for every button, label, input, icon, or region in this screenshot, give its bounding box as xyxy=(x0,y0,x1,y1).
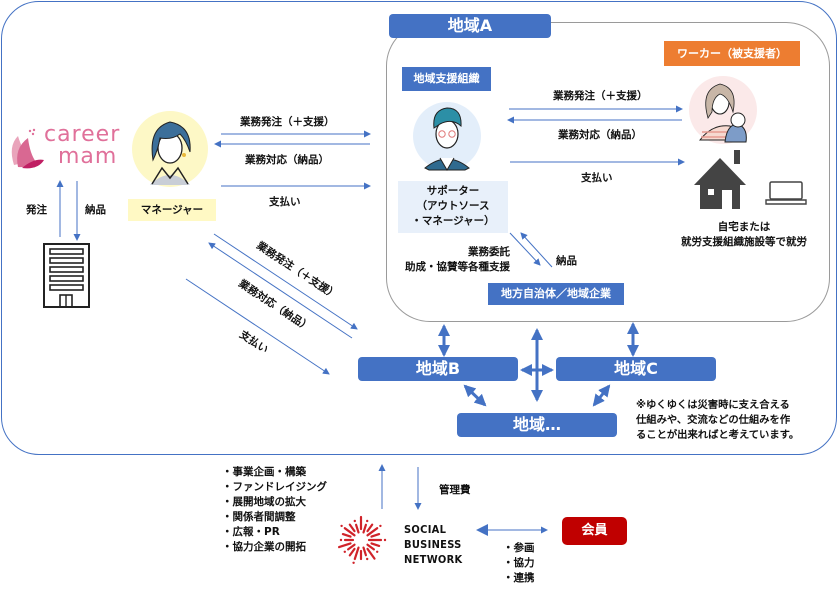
sbn-burst-ray xyxy=(338,542,352,549)
consign-text: 業務委託 助成・協賛等各種支援 xyxy=(390,245,510,275)
delivery-label: 納品 xyxy=(85,204,106,216)
service-item: ・事業企画・構築 xyxy=(222,466,306,478)
member-role-item: ・協力 xyxy=(503,557,535,569)
note-line3: ることが出来ればと考えています。 xyxy=(636,429,800,441)
note-line1: ※ゆくゆくは災害時に支え合える xyxy=(636,399,790,411)
careermam-flower-icon xyxy=(11,128,44,169)
manager-avatar-icon xyxy=(132,111,208,187)
sbn-name-line3: NETWORK xyxy=(404,553,463,566)
supporter-line2: （アウトソース xyxy=(416,200,490,212)
regional-support-org-label: 地域支援組織 xyxy=(402,67,491,91)
sbn-burst-ray xyxy=(343,527,356,537)
region-b-label: 地域B xyxy=(358,357,518,381)
future-vision-note: ※ゆくゆくは災害時に支え合える 仕組みや、交流などの仕組みを作 ることが出来れば… xyxy=(636,398,836,443)
manager-payment-label: 支払い xyxy=(269,196,301,208)
sbn-name: SOCIAL BUSINESS NETWORK xyxy=(404,522,463,567)
supporter-order-label: 業務発注（＋支援） xyxy=(553,90,648,102)
note-line2: 仕組みや、交流などの仕組みを作 xyxy=(636,414,791,426)
sbn-burst-dot xyxy=(379,524,382,528)
consign-arrow xyxy=(509,232,541,266)
sbn-burst-dot xyxy=(339,538,343,542)
work-location-text: 自宅または 就労支援組織施設等で就労 xyxy=(657,220,831,250)
management-fee-label: 管理費 xyxy=(439,484,471,496)
member-roles-list: ・参画 ・協力 ・連携 xyxy=(503,541,535,586)
sbn-burst-dot xyxy=(340,524,343,528)
manager-response-label: 業務対応（納品） xyxy=(245,154,329,166)
order-label: 発注 xyxy=(26,204,47,216)
region-connection-arrows xyxy=(438,322,639,407)
social-business-network-logo-icon xyxy=(338,515,387,564)
sbn-burst-dot xyxy=(366,557,369,561)
company-building-icon xyxy=(43,243,90,308)
worker-mother-avatar-icon xyxy=(689,76,757,144)
sbn-burst-ray xyxy=(347,543,356,551)
supporter-line1: サポーター xyxy=(426,185,480,197)
house-icon xyxy=(694,150,746,209)
member-badge: 会員 xyxy=(562,517,627,545)
region-a-label: 地域A xyxy=(389,14,551,38)
sbn-burst-dot xyxy=(383,538,387,542)
sbn-burst-ray xyxy=(370,532,381,538)
supporter-avatar-icon xyxy=(413,102,481,171)
work-location-line1: 自宅または xyxy=(717,221,771,233)
sbn-burst-dot xyxy=(366,519,369,523)
supporter-label: サポーター （アウトソース ・マネージャー） xyxy=(398,181,508,233)
diagonal-order-arrow xyxy=(213,233,358,330)
service-item: ・協力企業の開拓 xyxy=(222,541,306,553)
sbn-burst-ray xyxy=(353,546,360,561)
consign-line2: 助成・協賛等各種支援 xyxy=(405,261,510,273)
sbn-burst-ray xyxy=(366,527,379,537)
sbn-burst-ray xyxy=(366,523,374,533)
local-delivery-arrow xyxy=(520,232,553,268)
sbn-burst-dot xyxy=(352,561,355,564)
region-etc-label: 地域… xyxy=(457,413,617,437)
member-role-item: ・参画 xyxy=(503,542,535,554)
sbn-services-list: ・事業企画・構築 ・ファンドレイジング ・展開地域の拡大 ・関係者間調整 ・広報… xyxy=(222,465,327,555)
service-item: ・関係者間調整 xyxy=(222,511,296,523)
sbn-name-line2: BUSINESS xyxy=(404,538,462,551)
sbn-burst-ray xyxy=(366,543,375,551)
supporter-response-label: 業務対応（納品） xyxy=(558,129,642,141)
careermam-logo: career mam xyxy=(44,124,120,168)
member-role-item: ・連携 xyxy=(503,572,535,584)
sbn-burst-ray xyxy=(362,546,368,557)
sbn-burst-ray xyxy=(348,547,356,557)
service-item: ・ファンドレイジング xyxy=(222,481,327,493)
laptop-icon xyxy=(765,181,807,205)
service-item: ・広報・PR xyxy=(222,526,280,538)
supporter-payment-label: 支払い xyxy=(581,172,613,184)
sbn-burst-ray xyxy=(362,523,368,534)
work-location-line2: 就労支援組織施設等で就労 xyxy=(681,236,807,248)
region-c-label: 地域C xyxy=(556,357,716,381)
sbn-burst-ray xyxy=(370,542,381,548)
logo-line2: mam xyxy=(58,144,118,169)
service-item: ・展開地域の拡大 xyxy=(222,496,306,508)
diagonal-payment-arrow xyxy=(185,278,330,375)
local-delivery-label: 納品 xyxy=(556,255,577,267)
sbn-burst-dot xyxy=(353,519,356,523)
logo-line1: career xyxy=(44,122,121,147)
sbn-name-line1: SOCIAL xyxy=(404,523,447,536)
sbn-burst-ray xyxy=(366,547,376,560)
sbn-burst-ray xyxy=(354,523,360,534)
worker-label: ワーカー（被支援者） xyxy=(664,41,800,66)
sbn-burst-ray xyxy=(341,532,352,538)
manager-label: マネージャー xyxy=(128,199,216,221)
consign-line1: 業務委託 xyxy=(468,246,510,258)
local-gov-company-label: 地方自治体／地域企業 xyxy=(488,283,624,305)
diagonal-response-arrow xyxy=(208,242,353,339)
sbn-burst-dot xyxy=(343,550,346,553)
supporter-line3: ・マネージャー） xyxy=(411,215,495,227)
overall-network-frame xyxy=(1,1,837,455)
sbn-burst-ray xyxy=(348,523,356,533)
manager-order-label: 業務発注（＋支援） xyxy=(240,116,335,128)
sbn-burst-dot xyxy=(376,550,379,553)
